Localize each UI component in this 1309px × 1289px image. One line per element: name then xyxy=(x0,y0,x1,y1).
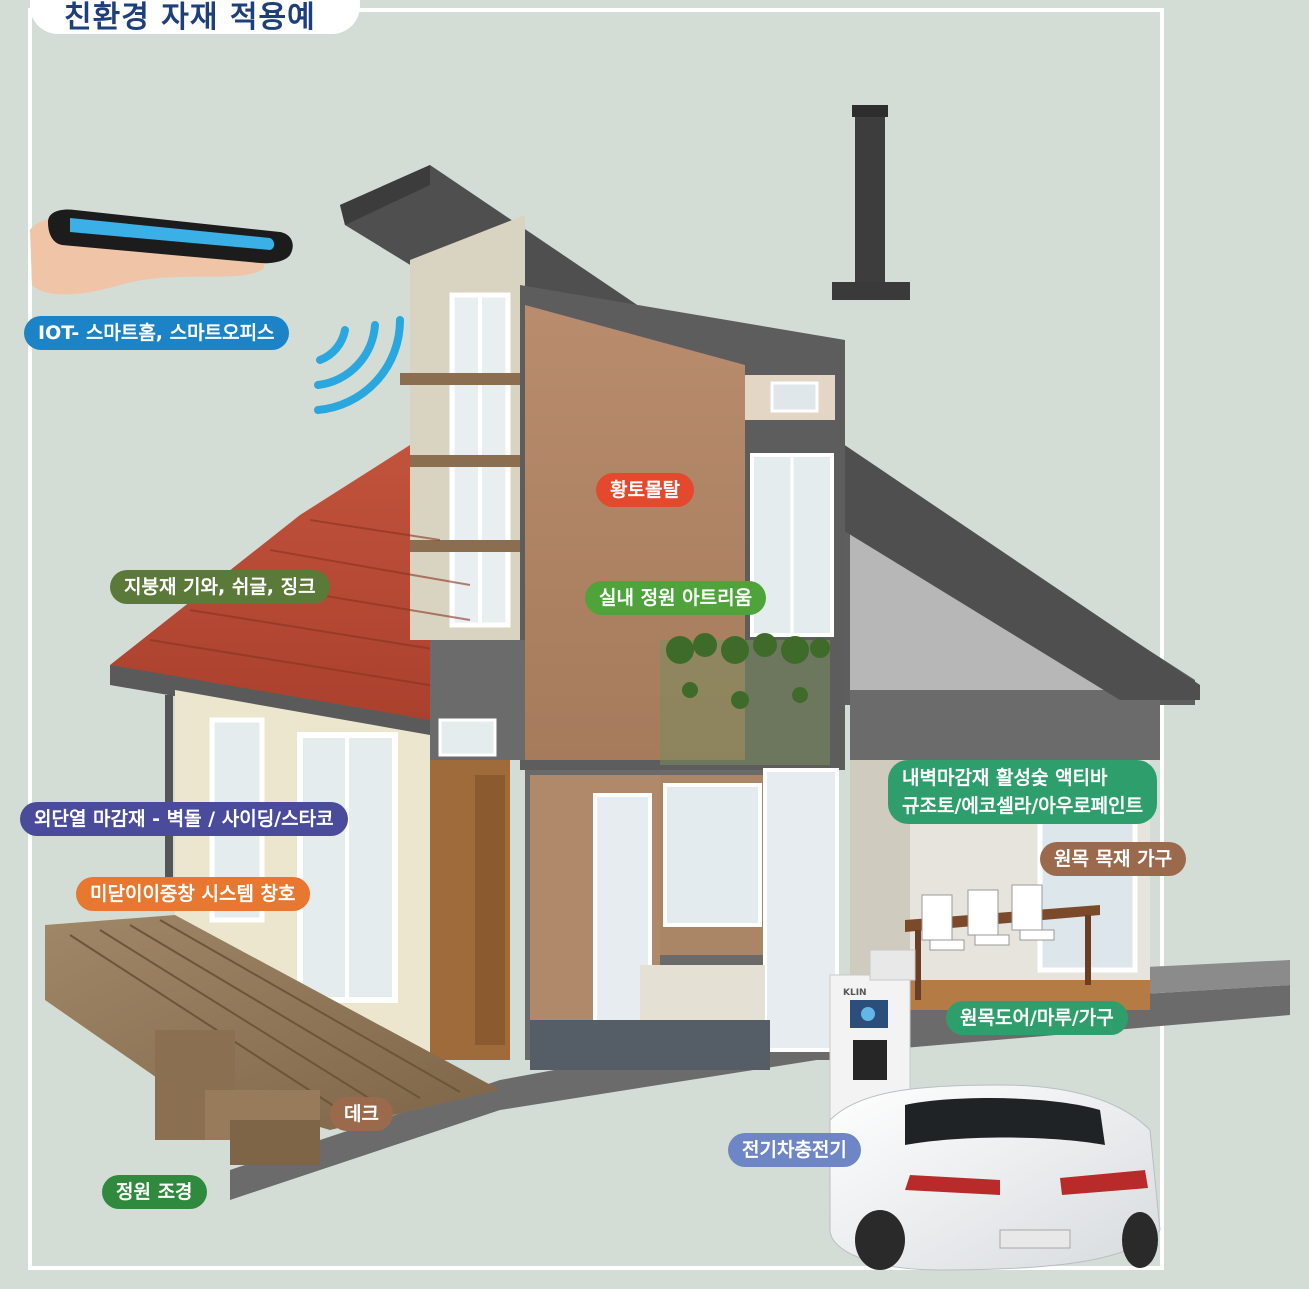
label-garden: 정원 조경 xyxy=(102,1175,207,1209)
smartphone xyxy=(30,209,293,295)
label-door-floor: 원목도어/마루/가구 xyxy=(946,1001,1128,1035)
white-frame xyxy=(28,8,1164,1270)
deck xyxy=(45,915,500,1165)
label-interior-line2: 규조토/에코셀라/아우로페인트 xyxy=(902,795,1144,817)
label-hwangto: 황토몰탈 xyxy=(596,473,694,507)
label-interior-line1: 내벽마감재 활성숯 액티바 xyxy=(902,767,1108,789)
electric-car xyxy=(829,1084,1161,1271)
label-interior-finish: 내벽마감재 활성숯 액티바 규조토/에코셀라/아우로페인트 xyxy=(888,760,1158,824)
label-atrium: 실내 정원 아트리움 xyxy=(585,581,767,615)
label-roof: 지붕재 기와, 쉬글, 징크 xyxy=(110,570,330,604)
title-pill xyxy=(30,0,360,34)
charger-brand: KLIN xyxy=(843,988,867,998)
tower xyxy=(400,215,525,640)
wifi-waves-icon xyxy=(314,316,405,414)
label-furniture: 원목 목재 가구 xyxy=(1040,842,1187,876)
central-section xyxy=(520,285,845,1070)
label-iot: IOT- 스마트홈, 스마트오피스 xyxy=(24,316,289,350)
label-insulation: 외단열 마감재 - 벽돌 / 사이딩/스타코 xyxy=(20,802,348,836)
label-ev-charger: 전기차충전기 xyxy=(728,1133,861,1167)
page-title: 친환경 자재 적용예 xyxy=(64,0,316,35)
label-deck: 데크 xyxy=(330,1097,393,1131)
label-window: 미닫이이중창 시스템 창호 xyxy=(76,877,310,911)
